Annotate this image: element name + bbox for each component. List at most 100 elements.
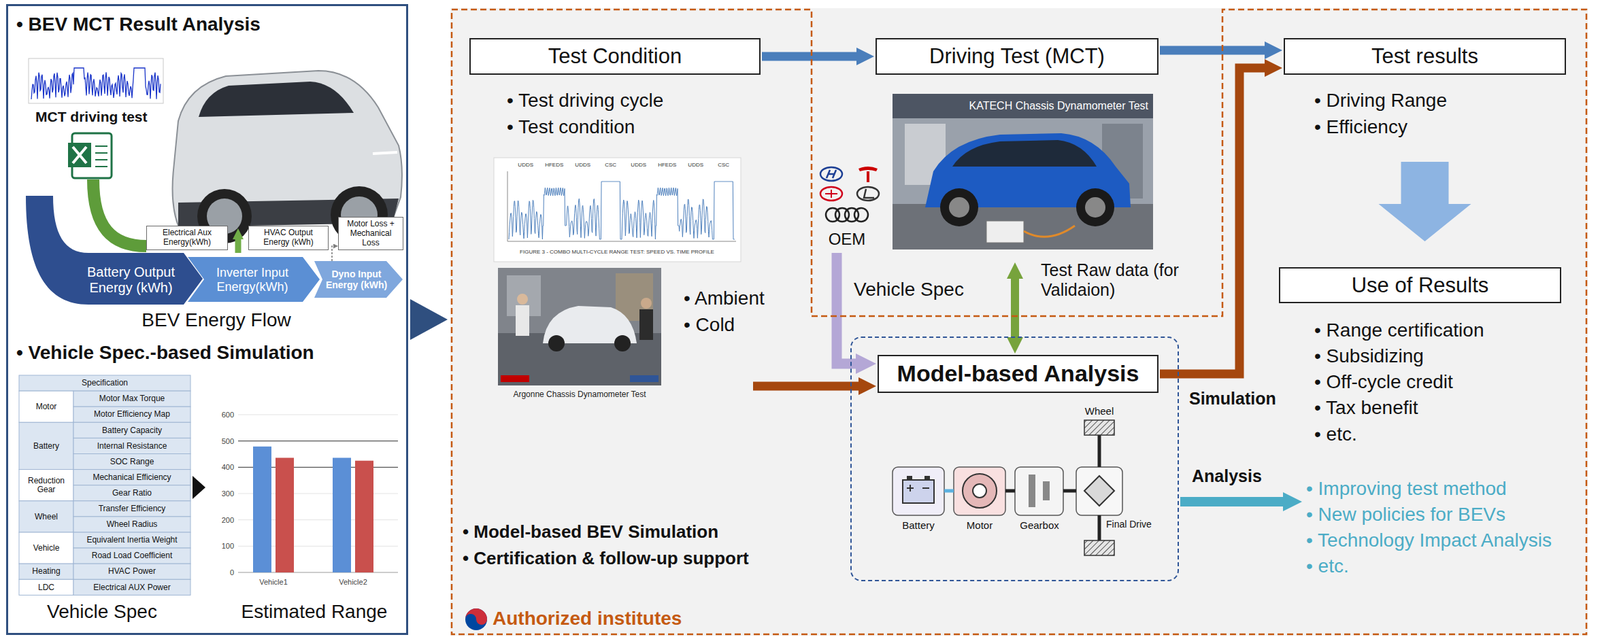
arrow-connector bbox=[1159, 68, 1265, 375]
bullet-item: • etc. bbox=[1314, 423, 1358, 446]
excel-icon bbox=[95, 159, 108, 161]
bullet-item: • Cold bbox=[683, 314, 735, 337]
battery-icon bbox=[906, 485, 930, 492]
battery-icon bbox=[892, 467, 945, 516]
mini-speed-trace bbox=[31, 68, 161, 100]
final-drive-icon bbox=[1084, 476, 1115, 507]
bullet-item: • Ambient bbox=[683, 287, 765, 310]
region-text: • Model-based BEV Simulation bbox=[462, 522, 719, 543]
table-cell-frame bbox=[73, 501, 191, 518]
dashed-outline bbox=[451, 9, 1587, 635]
motor-icon bbox=[953, 467, 1006, 516]
lab-person bbox=[515, 305, 530, 337]
oem-logo bbox=[854, 208, 869, 222]
cycle-name: UDDS bbox=[687, 161, 704, 169]
table-cell-frame bbox=[73, 406, 191, 423]
block-arrow bbox=[1378, 161, 1472, 242]
table-cell: LDC bbox=[19, 579, 74, 596]
bullet-item: • Off-cycle credit bbox=[1314, 371, 1454, 394]
battery-icon bbox=[902, 480, 935, 504]
cycle-name: UDDS bbox=[517, 161, 534, 169]
panel-heading: • Vehicle Spec.-based Simulation bbox=[16, 342, 315, 364]
list-item: • New policies for BEVs bbox=[1306, 502, 1569, 528]
table-cell-frame bbox=[73, 563, 191, 580]
oem-logo bbox=[863, 189, 875, 198]
mini-chart-frame bbox=[28, 58, 164, 104]
range-bar bbox=[355, 461, 374, 573]
dyno-car bbox=[952, 140, 1097, 167]
table-cell-frame bbox=[19, 470, 74, 502]
table-cell-frame bbox=[19, 532, 74, 564]
table-cell: Motor Max Torque bbox=[73, 391, 191, 407]
table-cell: Battery Capacity bbox=[73, 422, 191, 439]
motor-icon bbox=[962, 474, 997, 509]
dyno-photo bbox=[892, 93, 1154, 250]
model-region: Model-based AnalysisWheelBatteryMotorGea… bbox=[850, 336, 1179, 582]
aux-energy-band bbox=[93, 179, 147, 247]
table-cell: Heating bbox=[19, 563, 74, 580]
lab-car bbox=[614, 335, 631, 352]
chart-caption: FIGURE 3 - COMBO MULTI-CYCLE RANGE TEST:… bbox=[519, 248, 715, 256]
region-text: Authorized institutes bbox=[492, 608, 682, 630]
process-box: Test results bbox=[1283, 38, 1566, 75]
excel-icon bbox=[95, 145, 108, 147]
table-cell-frame bbox=[73, 422, 191, 439]
table-cell-frame bbox=[73, 517, 191, 533]
cycle-name: HFEDS bbox=[657, 161, 677, 169]
node-text: Electrical Aux Energy(kWh) bbox=[149, 228, 225, 248]
table-cell: Internal Resistance bbox=[73, 438, 191, 454]
chart-gridline bbox=[238, 414, 398, 416]
edge-label: Vehicle Spec bbox=[853, 278, 964, 301]
lab-car bbox=[548, 335, 565, 352]
photo-caption: KATECH Chassis Dynamometer Test bbox=[969, 100, 1149, 113]
oem-logo bbox=[857, 187, 879, 201]
edge-label: Test Raw data (for Validaion) bbox=[1040, 260, 1205, 300]
gearbox-icon bbox=[1042, 481, 1050, 501]
table-cell-frame bbox=[19, 563, 74, 580]
table-cell: Transfer Efficiency bbox=[73, 501, 191, 518]
wheel-icon bbox=[1084, 540, 1115, 556]
lab-tag bbox=[500, 375, 530, 383]
arrow-connector bbox=[836, 253, 856, 364]
pointer-triangle bbox=[192, 476, 206, 500]
bullet-item: • Tax benefit bbox=[1314, 397, 1419, 420]
node-text: Model-based Analysis bbox=[897, 360, 1140, 388]
component-label: Gearbox bbox=[1019, 519, 1060, 532]
excel-icon bbox=[72, 146, 87, 164]
cycle-chart-frame bbox=[493, 157, 741, 262]
table-cell-frame bbox=[73, 579, 191, 596]
component-label: Battery bbox=[902, 519, 935, 532]
bullet-list: • Improving test method• New policies fo… bbox=[1306, 476, 1569, 580]
node-text: Inverter Input Energy(kWh) bbox=[205, 265, 300, 294]
axis-tick: 100 bbox=[221, 542, 235, 552]
cycle-name: UDDS bbox=[630, 161, 647, 169]
final-drive-icon bbox=[1076, 467, 1123, 516]
flow-triangle bbox=[410, 299, 448, 341]
edge-label: Analysis bbox=[1191, 466, 1262, 487]
component-label: Motor bbox=[966, 519, 993, 532]
oem-logo bbox=[866, 171, 870, 183]
power-link bbox=[944, 489, 954, 494]
energy-arrow: Inverter Input Energy(kWh) bbox=[201, 258, 304, 303]
process-box: Use of Results bbox=[1278, 267, 1562, 304]
list-item: • etc. bbox=[1306, 553, 1569, 580]
arrow-connector bbox=[1010, 278, 1020, 338]
edge-label: Simulation bbox=[1189, 389, 1277, 409]
table-cell: Reduction Gear bbox=[19, 470, 74, 502]
figure-caption: Estimated Range bbox=[241, 601, 388, 624]
shaft-link bbox=[1005, 489, 1015, 494]
table-cell-frame bbox=[73, 485, 191, 502]
node-text: Dyno Input Energy (kWh) bbox=[323, 268, 390, 291]
emblem bbox=[465, 608, 488, 626]
dyno-photo bbox=[892, 93, 1154, 119]
oem-logo bbox=[826, 170, 837, 179]
oem-logo bbox=[820, 187, 843, 201]
table-cell: Road Load Coefficient bbox=[73, 548, 191, 564]
cycle-name: CSC bbox=[604, 161, 617, 169]
axis-tick: 200 bbox=[221, 515, 235, 525]
table-cell: Electrical AUX Power bbox=[73, 579, 191, 596]
energy-box: Electrical Aux Energy(kWh) bbox=[146, 225, 228, 251]
table-cell-frame bbox=[73, 470, 191, 486]
excel-icon bbox=[95, 165, 108, 168]
bullet-item: • Test driving cycle bbox=[506, 89, 664, 112]
